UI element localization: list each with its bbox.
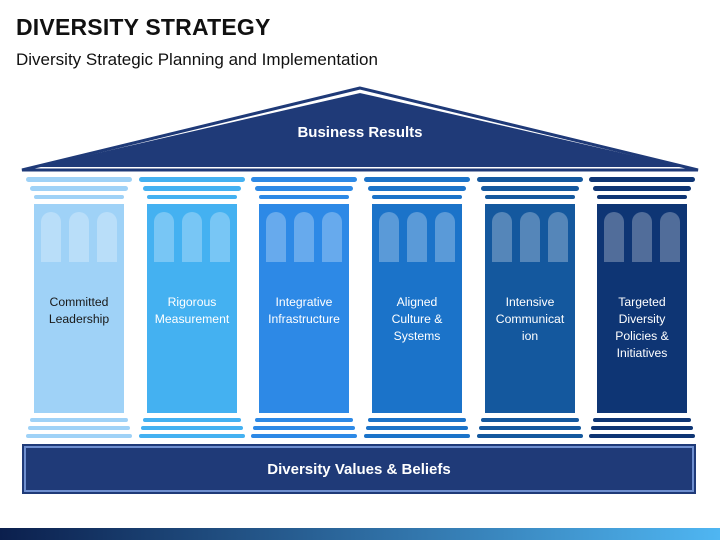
arch-window — [154, 212, 174, 262]
pillar-shaft: Aligned Culture & Systems — [372, 204, 462, 413]
pillar-base-band — [589, 434, 695, 438]
pillar-capital-band — [251, 177, 357, 182]
arch-window — [41, 212, 61, 262]
pillar-base-band — [30, 418, 128, 422]
pillar-label: Integrative Infrastructure — [268, 295, 340, 326]
pillar-arches — [266, 212, 342, 262]
pillar-capital-band — [30, 186, 128, 191]
arch-window — [182, 212, 202, 262]
pillar-arches — [379, 212, 455, 262]
pillar-label: Committed Leadership — [48, 295, 110, 326]
pillar-arches — [154, 212, 230, 262]
pillar-capital-band — [589, 177, 695, 182]
page-subtitle: Diversity Strategic Planning and Impleme… — [16, 50, 378, 69]
pillar-base-band — [593, 418, 691, 422]
pillar: Targeted Diversity Policies & Initiative… — [589, 177, 695, 439]
pillar: Committed Leadership — [26, 177, 132, 439]
pillar-shaft: Integrative Infrastructure — [259, 204, 349, 413]
arch-window — [322, 212, 342, 262]
arch-window — [266, 212, 286, 262]
pillar-base-band — [253, 426, 355, 430]
arch-window — [492, 212, 512, 262]
pillar: Rigorous Measurement — [139, 177, 245, 439]
pillar-capital-band — [372, 195, 462, 199]
pillar-capital-band — [477, 177, 583, 182]
pillar-capital-band — [368, 186, 466, 191]
pillar-label: Rigorous Measurement — [154, 295, 230, 326]
pillar-capital-band — [139, 177, 245, 182]
pillar-capital-band — [485, 195, 575, 199]
pillar-shaft: Intensive Communicat ion — [485, 204, 575, 413]
pillar-base-band — [364, 434, 470, 438]
pillar-label: Aligned Culture & Systems — [391, 295, 443, 343]
arch-window — [294, 212, 314, 262]
pillar-capital-band — [26, 177, 132, 182]
pillar-base-band — [26, 434, 132, 438]
pillar-label: Targeted Diversity Policies & Initiative… — [615, 295, 669, 360]
bottom-gradient-bar — [0, 528, 720, 540]
arch-window — [604, 212, 624, 262]
pillar-capital-band — [597, 195, 687, 199]
pillar-shaft: Rigorous Measurement — [147, 204, 237, 413]
pillar-arches — [492, 212, 568, 262]
pillar-base-band — [28, 426, 130, 430]
pillar-base-band — [481, 418, 579, 422]
pillar-base-band — [141, 426, 243, 430]
pillar: Integrative Infrastructure — [251, 177, 357, 439]
arch-window — [520, 212, 540, 262]
roof-label: Business Results — [297, 124, 423, 141]
pillar-capital-band — [259, 195, 349, 199]
pillar-arches — [604, 212, 680, 262]
arch-window — [379, 212, 399, 262]
pillar-label: Intensive Communicat ion — [495, 295, 565, 343]
foundation: Diversity Values & Beliefs — [22, 444, 696, 494]
pillar-base-band — [255, 418, 353, 422]
arch-window — [632, 212, 652, 262]
pillar-capital-band — [143, 186, 241, 191]
pillar-capital-band — [34, 195, 124, 199]
pillar-base-band — [591, 426, 693, 430]
pillar-base-band — [139, 434, 245, 438]
arch-window — [69, 212, 89, 262]
arch-window — [97, 212, 117, 262]
arch-window — [210, 212, 230, 262]
pillar-shaft: Targeted Diversity Policies & Initiative… — [597, 204, 687, 413]
pillar-base-band — [366, 426, 468, 430]
pillar-capital-band — [147, 195, 237, 199]
pillar-base-band — [479, 426, 581, 430]
pillar-capital-band — [364, 177, 470, 182]
arch-window — [660, 212, 680, 262]
arch-window — [548, 212, 568, 262]
pillar-arches — [41, 212, 117, 262]
foundation-label: Diversity Values & Beliefs — [267, 460, 451, 478]
pillar-capital-band — [593, 186, 691, 191]
arch-window — [407, 212, 427, 262]
pillar-base-band — [368, 418, 466, 422]
pillar: Intensive Communicat ion — [477, 177, 583, 439]
pillar-shaft: Committed Leadership — [34, 204, 124, 413]
page-title: DIVERSITY STRATEGY — [16, 14, 271, 40]
pillar-capital-band — [255, 186, 353, 191]
pillar-base-band — [143, 418, 241, 422]
arch-window — [435, 212, 455, 262]
pillar-base-band — [477, 434, 583, 438]
pillar-base-band — [251, 434, 357, 438]
pillar: Aligned Culture & Systems — [364, 177, 470, 439]
pillar-capital-band — [481, 186, 579, 191]
